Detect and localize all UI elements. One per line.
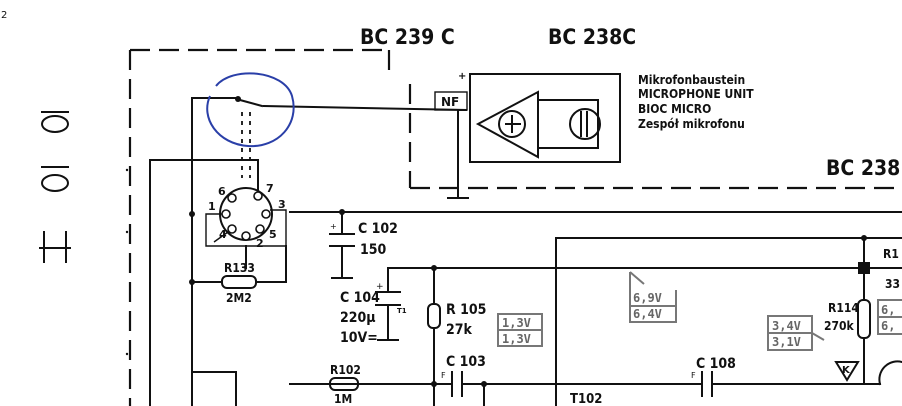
capacitor-c104: +	[375, 282, 401, 306]
mic-unit-name-pl: Zespół mikrofonu	[638, 117, 745, 131]
label-r105: R 105	[446, 302, 486, 318]
capacitor-c108: F	[691, 371, 713, 397]
resistor-r105	[427, 303, 441, 329]
voltage-4-top: 6,	[881, 303, 895, 317]
transistor-label-bc239c: BC 239 C	[360, 25, 455, 49]
resistor-r102	[329, 377, 359, 391]
label-r133: R133	[224, 261, 255, 275]
resistor-r1x	[858, 262, 870, 274]
label-c103: C 103	[446, 354, 486, 370]
voltage-3-bottom: 3,1V	[772, 335, 801, 349]
label-r114: R114	[828, 301, 859, 315]
label-c104: C 104	[340, 290, 380, 306]
value-r114: 270k	[824, 319, 855, 333]
voltage-3-top: 3,4V	[772, 319, 801, 333]
transistor-label-bc238c-top: BC 238C	[548, 25, 636, 49]
pin-1: 1	[208, 200, 216, 213]
value-r1x: 33	[885, 277, 900, 291]
switch-contact	[191, 96, 468, 223]
side-symbol-ring-top	[41, 111, 69, 133]
pin-2: 2	[256, 237, 264, 250]
voltage-box-1	[497, 313, 543, 347]
voltage-4-bottom: 6,	[881, 319, 895, 333]
page-number: 2	[1, 10, 7, 21]
svg-text:F: F	[441, 371, 446, 380]
side-symbol-bracket	[39, 231, 71, 263]
label-c102: C 102	[358, 221, 398, 237]
side-symbol-ring-middle	[41, 166, 69, 192]
value-c104-capacitance: 220µ	[340, 310, 376, 326]
transistor-label-bc238-right: BC 238	[826, 156, 900, 180]
label-r1x: R1	[883, 247, 899, 261]
mic-unit-name-fr: BIOC MICRO	[638, 102, 711, 116]
svg-text:+: +	[376, 282, 384, 292]
value-r105: 27k	[446, 322, 473, 338]
hand-annotation-circle	[206, 72, 295, 148]
value-r102: 1M	[334, 392, 352, 406]
voltage-box-3	[767, 315, 825, 351]
voltage-box-4	[877, 299, 902, 335]
wiring	[149, 159, 902, 406]
pin-3: 3	[278, 198, 286, 211]
marker-k-label: K	[842, 365, 851, 376]
value-c102: 150	[360, 242, 387, 258]
pin-6: 6	[218, 185, 226, 198]
label-t102: T102	[570, 392, 602, 406]
voltage-2-bottom: 6,4V	[633, 307, 662, 321]
voltage-2-top: 6,9V	[633, 291, 662, 305]
resistor-r133	[221, 275, 257, 289]
capacitor-c103: F	[441, 371, 463, 397]
svg-text:F: F	[691, 371, 696, 380]
svg-text:+: +	[458, 71, 466, 82]
microphone-unit: + NF	[434, 71, 621, 199]
label-t1-mark: T1	[397, 307, 407, 315]
capacitor-c102: +	[329, 222, 355, 247]
voltage-1-bottom: 1,3V	[502, 332, 531, 346]
value-c104-voltage: 10V=	[340, 330, 378, 346]
chassis-boundary	[128, 48, 902, 406]
mic-unit-name-en: MICROPHONE UNIT	[638, 87, 754, 101]
pin-5: 5	[269, 228, 277, 241]
marker-k	[834, 361, 860, 382]
mic-unit-name-de: Mikrofonbaustein	[638, 73, 745, 87]
value-r133: 2M2	[226, 291, 252, 305]
din-connector	[189, 187, 287, 247]
label-r102: R102	[330, 363, 361, 377]
voltage-box-2	[629, 271, 677, 323]
svg-text:+: +	[330, 222, 337, 231]
pin-4: 4	[219, 228, 227, 241]
pin-7: 7	[266, 182, 274, 195]
label-c108: C 108	[696, 356, 736, 372]
mic-input-label: NF	[441, 95, 459, 109]
voltage-1-top: 1,3V	[502, 316, 531, 330]
resistor-r114	[857, 299, 871, 339]
margin-dots	[125, 168, 129, 356]
